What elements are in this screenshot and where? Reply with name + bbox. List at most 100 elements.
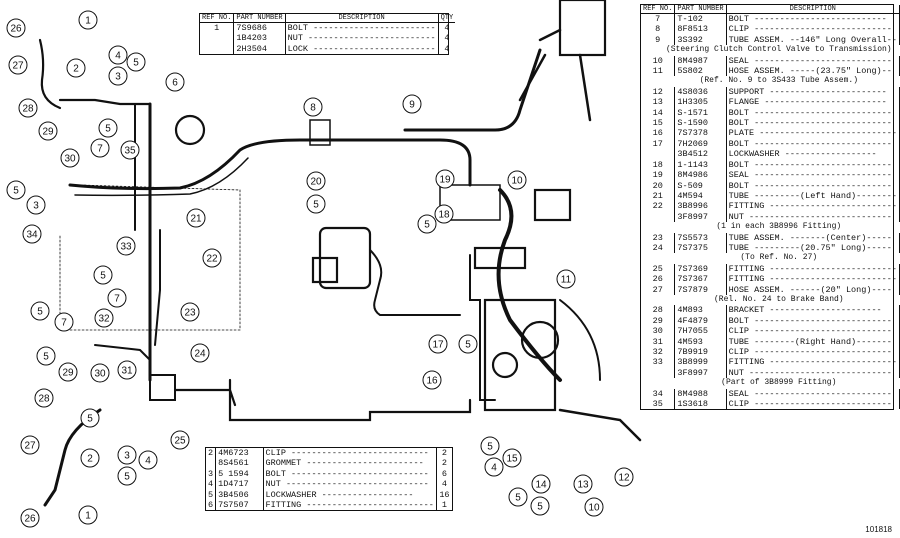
callout-number: 5 [313,200,319,211]
callout-number: 5 [424,220,430,231]
callout-circle [530,496,550,516]
ref-cell: 2 [206,448,217,459]
ref-cell: 13 [641,97,676,108]
ref-cell: 20 [641,180,676,191]
callout-number: 1 [85,16,91,27]
part-number-cell: 7B9919 [674,347,727,358]
ref-cell: 27 [641,284,676,295]
callout-circle [6,180,26,200]
qty-cell: 4 [437,22,456,34]
callout-4: 4 [138,450,158,470]
row-note: (Rel. No. 24 to Brake Band) [713,294,844,304]
hose-upper-left [38,38,62,110]
part-number-cell: 7H2069 [674,138,727,150]
description-cell: BOLT --------------------------- [728,315,892,326]
callout-number: 17 [432,340,444,351]
part-number-cell: 8M4987 [674,55,727,67]
callout-number: 4 [491,463,497,474]
callout-9: 9 [402,94,422,114]
description-cell: NUT ---------------------------- [265,479,429,490]
ref-cell [200,33,235,44]
callout-circle [80,408,100,428]
callout-number: 29 [62,368,74,379]
callout-number: 9 [409,100,415,111]
ref-cell: 21 [641,190,676,202]
callout-circle [584,497,604,517]
description-cell: CLIP --------------------------- [265,448,429,458]
description-cell: SEAL --------------------------- [728,170,892,181]
callout-circle [18,98,38,118]
callout-circle [435,169,455,189]
callout-5: 5 [458,334,478,354]
callout-2: 2 [80,448,100,468]
callout-number: 5 [43,352,49,363]
part-number-cell: S-1590 [674,118,727,129]
callout-circle [6,18,26,38]
callout-circle [20,508,40,528]
description-cell: BOLT --------------------------- [728,138,892,149]
description-cell: BOLT --------------------------- [728,118,892,129]
callout-circle [402,94,422,114]
part-number-cell: 1-1143 [674,159,727,171]
part-number-cell: S-509 [674,180,727,191]
callout-7: 7 [107,288,127,308]
ref-cell: 17 [641,138,676,150]
qty-cell: 4 [437,43,456,55]
callout-27: 27 [20,435,40,455]
callout-circle [180,302,200,322]
callout-14: 14 [531,474,551,494]
callout-circle [108,66,128,86]
ref-cell: 24 [641,242,676,254]
callout-23: 23 [180,302,200,322]
callout-33: 33 [116,236,136,256]
part-number-cell: 3S392 [674,34,727,46]
ref-cell: 18 [641,159,676,171]
callout-number: 7 [114,294,120,305]
ref-cell: 7 [641,13,676,25]
callout-number: 1 [85,511,91,522]
callout-26: 26 [6,18,26,38]
part-number-cell: 1S3618 [674,399,727,410]
callout-30: 30 [90,363,110,383]
callout-circle [117,466,137,486]
description-cell: BRACKET ---------------------- [728,305,882,316]
callout-circle [428,334,448,354]
callout-number: 23 [184,308,196,319]
ref-cell: 32 [641,347,676,358]
callout-circle [508,487,528,507]
description-cell: TUBE ASSEM. --146" Long Overall-- [728,34,897,45]
part-number-cell: 3B8996 [674,201,727,212]
ref-cell: 25 [641,263,676,275]
callout-circle [78,10,98,30]
ref-cell: 26 [641,274,676,285]
part-number-cell: 3B8999 [674,357,727,368]
row-note: (Part of 3B8999 Fitting) [721,378,837,388]
part-number-cell: 7S7378 [674,128,727,139]
callout-circle [138,450,158,470]
description-cell: FLANGE ------------------------ [728,97,887,108]
callout-25: 25 [170,430,190,450]
callout-circle [186,208,206,228]
callout-circle [36,346,56,366]
description-cell: BOLT -------------------------- [728,14,887,24]
callout-number: 11 [561,275,572,286]
callout-number: 5 [537,502,543,513]
